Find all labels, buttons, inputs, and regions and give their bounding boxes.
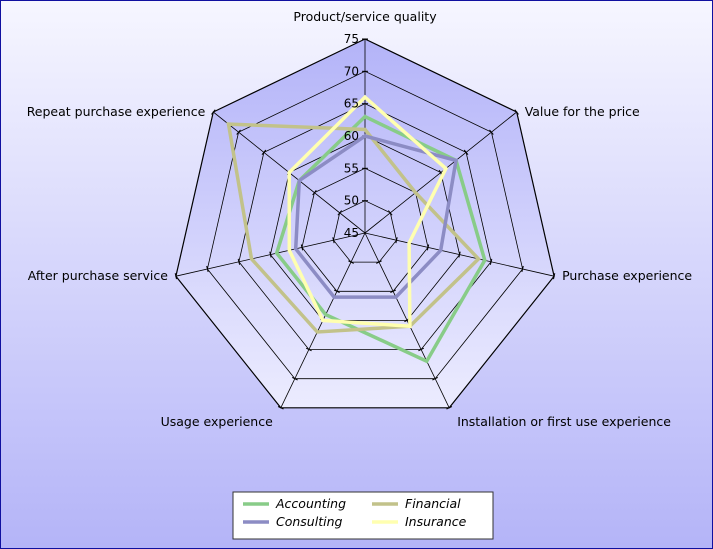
radar-tick-mark (211, 109, 216, 115)
radar-tick-mark (432, 376, 439, 381)
radar-tick-mark (174, 273, 177, 280)
radar-tick-mark (418, 347, 425, 352)
tick-label-60: 60 (344, 129, 359, 143)
radar-tick-mark (388, 210, 393, 216)
radar-series (226, 94, 487, 364)
radar-tick-mark (333, 289, 340, 294)
radar-tick-mark (458, 251, 461, 258)
radar-tick-mark (376, 260, 382, 264)
radar-tick-mark (514, 109, 519, 115)
legend-label-accounting: Accounting (275, 496, 346, 511)
radar-tick-mark (269, 251, 272, 258)
radar-tick-mark (236, 129, 241, 135)
radar-grid-ring (269, 135, 461, 321)
radar-tick-mark (463, 149, 469, 156)
tick-label-70: 70 (344, 64, 359, 78)
radar-tick-mark (312, 189, 317, 196)
radar-tick-mark (291, 376, 298, 381)
radar-tick-mark (553, 273, 556, 280)
radar-tick-mark (348, 260, 354, 264)
legend-label-consulting: Consulting (276, 514, 343, 529)
series-insurance (287, 94, 449, 329)
radar-tick-mark (395, 237, 398, 244)
radar-tick-mark (446, 406, 453, 410)
axis-label-6: Repeat purchase experience (27, 104, 206, 119)
radar-tick-mark (305, 347, 312, 352)
radar-tick-mark (426, 244, 430, 251)
axis-label-0: Product/service quality (293, 9, 437, 24)
radar-tick-mark (390, 289, 397, 294)
radar-grid-ring (238, 103, 492, 350)
legend-box (232, 491, 494, 540)
tick-label-75: 75 (344, 32, 359, 46)
axis-label-2: Purchase experience (562, 268, 692, 283)
radar-tick-mark (489, 258, 493, 265)
series-consulting (293, 134, 458, 299)
radar-grid-ring (333, 200, 397, 263)
tick-label-55: 55 (344, 161, 359, 175)
radar-tick-mark (489, 129, 494, 135)
axis-label-3: Installation or first use experience (457, 414, 671, 429)
axis-label-4: Usage experience (161, 414, 274, 429)
radar-tick-mark (337, 210, 342, 216)
radar-tick-mark (237, 258, 241, 265)
legend-label-financial: Financial (405, 496, 461, 511)
tick-label-50: 50 (344, 194, 359, 208)
tick-label-65: 65 (344, 97, 359, 111)
axis-label-1: Value for the price (525, 104, 640, 119)
radar-tick-mark (261, 149, 267, 156)
radar-tick-mark (300, 244, 304, 251)
radar-tick-labels: 45 50 55 60 65 70 75 (344, 32, 359, 240)
tick-label-45: 45 (344, 226, 359, 240)
radar-tick-mark (332, 237, 335, 244)
axis-label-5: After purchase service (28, 268, 168, 283)
radar-tick-mark (521, 265, 524, 273)
radar-tick-mark (277, 406, 284, 410)
series-accounting (274, 114, 487, 364)
radar-grid-ring (301, 167, 429, 292)
radar-tick-mark (206, 265, 209, 273)
series-financial (226, 122, 481, 334)
legend-label-insurance: Insurance (405, 514, 467, 529)
